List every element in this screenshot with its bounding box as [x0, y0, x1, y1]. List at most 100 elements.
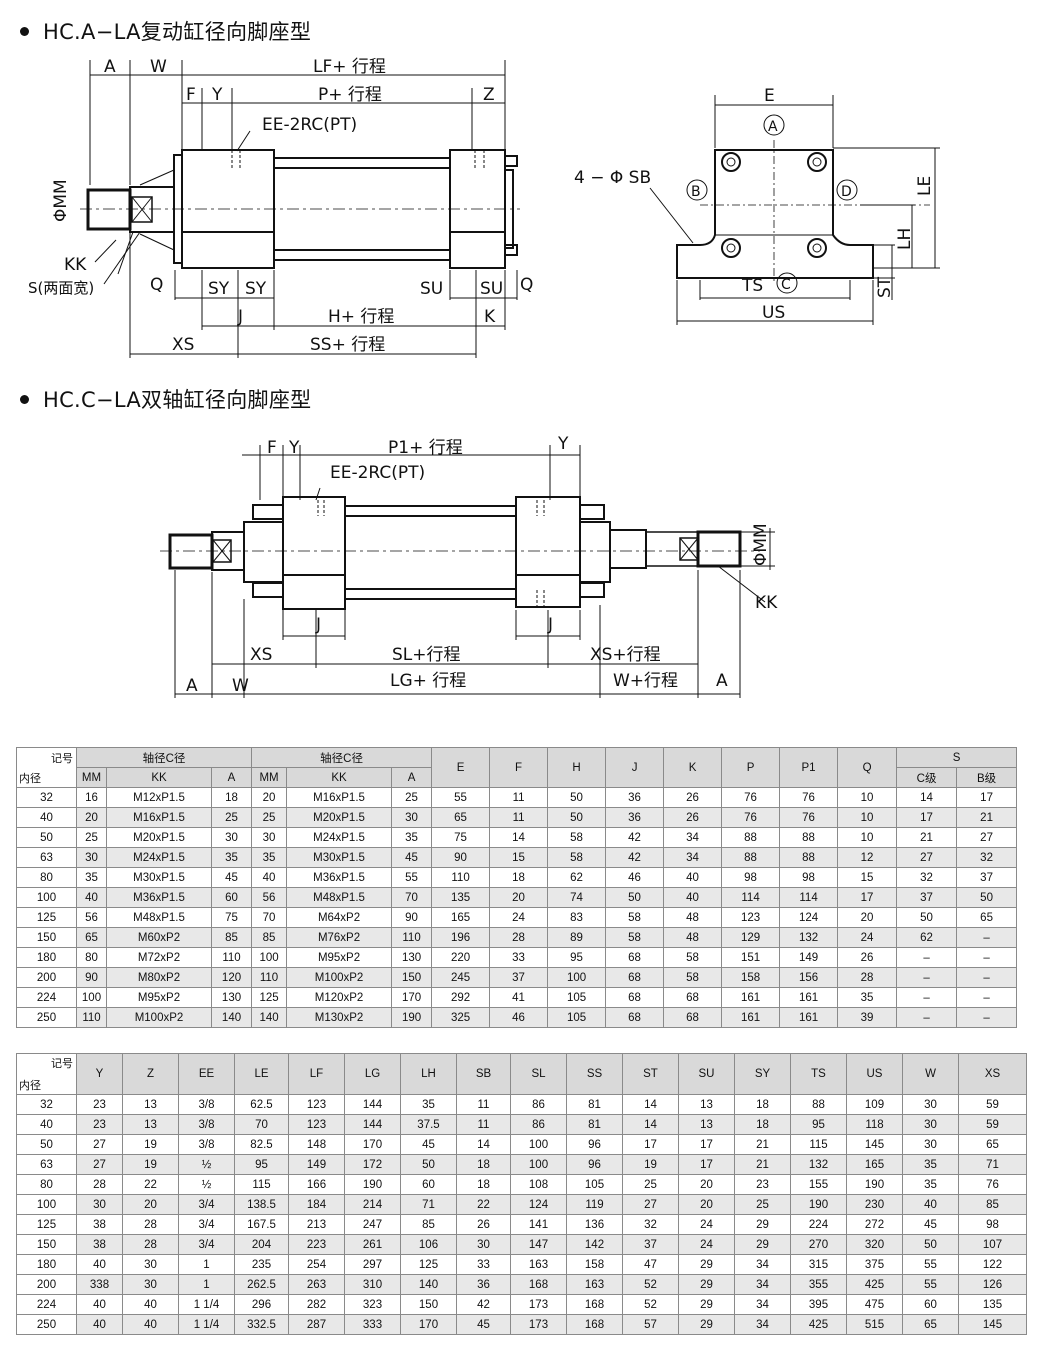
table-cell: 21	[734, 1134, 791, 1155]
table-cell: 261	[344, 1234, 401, 1255]
table-cell: M72xP2	[106, 947, 212, 968]
table-cell: 19	[122, 1134, 179, 1155]
table-cell: 40	[663, 867, 723, 888]
table-cell: M30xP1.5	[286, 847, 393, 868]
bore-cell: 63	[16, 847, 77, 868]
table-cell: 395	[790, 1294, 847, 1315]
table-cell: 17	[837, 887, 898, 908]
table-cell: 68	[605, 947, 665, 968]
table-cell: 135	[431, 887, 491, 908]
table-cell: 272	[846, 1214, 903, 1235]
table-cell: 425	[846, 1274, 903, 1295]
col-header: SL	[510, 1053, 567, 1095]
table-cell: –	[896, 1007, 958, 1028]
table-cell: M36xP1.5	[106, 887, 212, 908]
label-c-f: F	[267, 438, 277, 458]
table-cell: 115	[234, 1174, 289, 1195]
table-cell: 58	[547, 847, 607, 868]
table-cell: 140	[210, 1007, 253, 1028]
table-cell: 155	[790, 1174, 847, 1195]
table-cell: 56	[76, 907, 107, 928]
table-cell: M95xP2	[286, 947, 393, 968]
label-s: S(两面宽)	[28, 279, 94, 297]
group-header-c: 轴径C径	[75, 747, 253, 768]
table-cell: 25	[251, 807, 288, 828]
table-cell: 37.5	[400, 1114, 457, 1135]
table-cell: 148	[288, 1134, 345, 1155]
table-cell: 85	[251, 927, 288, 948]
table-cell: 34	[734, 1274, 791, 1295]
table-cell: 18	[456, 1174, 511, 1195]
table-cell: 1 1/4	[178, 1314, 235, 1335]
circle-d-label: D	[841, 184, 852, 200]
table-cell: 28	[122, 1214, 179, 1235]
table-cell: 62.5	[234, 1094, 289, 1115]
col-header: LH	[400, 1053, 457, 1095]
table-cell: 70	[234, 1114, 289, 1135]
table-cell: 24	[837, 927, 898, 948]
table-cell: 40	[122, 1314, 179, 1335]
table-cell: 29	[678, 1254, 735, 1275]
corner-top-label: 记号	[51, 1058, 73, 1070]
table-cell: 144	[344, 1094, 401, 1115]
table-cell: 58	[605, 927, 665, 948]
table-cell: M12xP1.5	[106, 787, 212, 808]
table-cell: 3/4	[178, 1214, 235, 1235]
table-cell: 15	[489, 847, 549, 868]
table-cell: 14	[896, 787, 958, 808]
table-cell: 147	[510, 1234, 567, 1255]
section-c-title-text: HC.C−LA双轴缸径向脚座型	[43, 388, 312, 412]
table-cell: 120	[210, 967, 253, 988]
table-cell: 213	[288, 1214, 345, 1235]
table-cell: 47	[622, 1254, 679, 1275]
col-header-e: E	[431, 747, 491, 788]
table-cell: 109	[846, 1094, 903, 1115]
bore-cell: 150	[16, 927, 77, 948]
table-cell: 138.5	[234, 1194, 289, 1215]
table-cell: 30	[122, 1254, 179, 1275]
table-cell: 50	[400, 1154, 457, 1175]
table-cell: 20	[837, 907, 898, 928]
table-cell: 100	[510, 1154, 567, 1175]
label-ee: EE-2RC(PT)	[262, 115, 357, 135]
label-k: K	[484, 307, 496, 327]
table-cell: 50	[547, 807, 607, 828]
table-cell: 126	[958, 1274, 1027, 1295]
table-cell: 40	[122, 1294, 179, 1315]
table-cell: 57	[622, 1314, 679, 1335]
table-cell: 149	[288, 1154, 345, 1175]
table-cell: 247	[344, 1214, 401, 1235]
table-cell: 35	[76, 867, 107, 888]
label-f: F	[186, 85, 196, 105]
table-cell: 27	[956, 827, 1018, 848]
label-y: Y	[211, 85, 223, 105]
table-cell: 173	[510, 1314, 567, 1335]
table-cell: 515	[846, 1314, 903, 1335]
col-header: TS	[790, 1053, 847, 1095]
bore-cell: 80	[16, 1174, 77, 1195]
col-header: LG	[344, 1053, 401, 1095]
table-cell: 18	[489, 867, 549, 888]
label-c-sl: SL+行程	[392, 645, 461, 665]
col-header: XS	[958, 1053, 1027, 1095]
table-cell: 20	[122, 1194, 179, 1215]
table-cell: 338	[76, 1274, 123, 1295]
table-cell: 40	[76, 887, 107, 908]
table-cell: ½	[178, 1174, 235, 1195]
table-cell: 270	[790, 1234, 847, 1255]
table-cell: 60	[210, 887, 253, 908]
table-cell: 17	[956, 787, 1018, 808]
bore-cell: 250	[16, 1314, 77, 1335]
table-cell: 88	[779, 847, 839, 868]
table-cell: 100	[510, 1134, 567, 1155]
table-cell: 110	[431, 867, 491, 888]
table-cell: 70	[251, 907, 288, 928]
table-cell: 27	[622, 1194, 679, 1215]
table-cell: 40	[663, 887, 723, 908]
table-cell: 32	[622, 1214, 679, 1235]
table-cell: 130	[210, 987, 253, 1008]
table-cell: 172	[344, 1154, 401, 1175]
bore-cell: 32	[16, 1094, 77, 1115]
table-cell: 56	[251, 887, 288, 908]
